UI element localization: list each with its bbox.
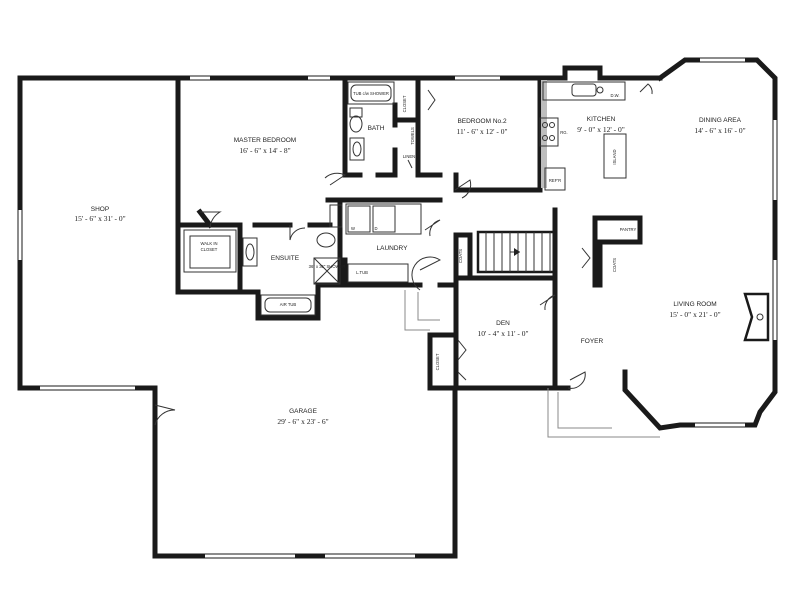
dining-label: DINING AREA [699, 117, 742, 124]
laundry-label: LAUNDRY [377, 245, 409, 252]
foyer-label: FOYER [581, 338, 604, 345]
range-label: RG. [560, 130, 567, 135]
refr-label: REF'R [549, 178, 561, 183]
den-label: DEN [496, 320, 510, 327]
coats-a-label: COATS [458, 249, 463, 263]
garage-label: GARAGE [289, 408, 317, 415]
tub-label: TUB c/w SHOWER [353, 91, 389, 96]
master-bedroom-dims: 16' - 6" x 14' - 8" [239, 146, 290, 155]
interior-walls [175, 75, 643, 391]
stoop-outlines [404, 290, 660, 438]
den-dims: 10' - 4" x 11' - 0" [477, 329, 528, 338]
walkin-closet-label: WALK IN [200, 241, 217, 246]
ltub-label: L.TUB [356, 270, 368, 275]
towels-label: TOWELS [410, 127, 415, 145]
dining-dims: 14' - 6" x 16' - 0" [694, 126, 745, 135]
master-bedroom-label: MASTER BEDROOM [234, 137, 296, 144]
bedroom2-label: BEDROOM No.2 [457, 118, 507, 125]
coats-b-label: COATS [612, 258, 617, 272]
island-label: ISLAND [612, 149, 617, 164]
closet-b-label: CLOSET [435, 353, 440, 370]
washer-label: W [351, 226, 355, 231]
ensuite-label: ENSUITE [271, 255, 300, 262]
living-room-label: LIVING ROOM [673, 301, 716, 308]
kitchen-label: KITCHEN [587, 116, 616, 123]
pantry-label: PANTRY [620, 227, 637, 232]
room-labels: SHOP 15' - 6" x 31' - 0" MASTER BEDROOM … [74, 91, 745, 426]
exterior-walls [17, 57, 778, 559]
bath-label: BATH [368, 125, 385, 132]
living-room-dims: 15' - 0" x 21' - 0" [669, 310, 720, 319]
shower-label: 36" x 36" SHOWER [309, 264, 346, 269]
doors [154, 83, 653, 426]
fixtures [183, 80, 770, 342]
dw-label: D.W. [610, 93, 619, 98]
shop-label: SHOP [91, 206, 109, 213]
windows [18, 58, 777, 558]
shop-dims: 15' - 6" x 31' - 0" [74, 214, 125, 223]
garage-dims: 29' - 6" x 23' - 6" [277, 417, 328, 426]
walkin-closet-label-2: CLOSET [201, 247, 218, 252]
air-tub-label: AIR TUB [280, 302, 297, 307]
linen-label: LINEN [403, 154, 415, 159]
closet-a-label: CLOSET [402, 95, 407, 112]
dryer-label: D [374, 226, 377, 231]
kitchen-dims: 9' - 0" x 12' - 0" [577, 125, 625, 134]
bedroom2-dims: 11' - 6" x 12' - 0" [456, 127, 507, 136]
